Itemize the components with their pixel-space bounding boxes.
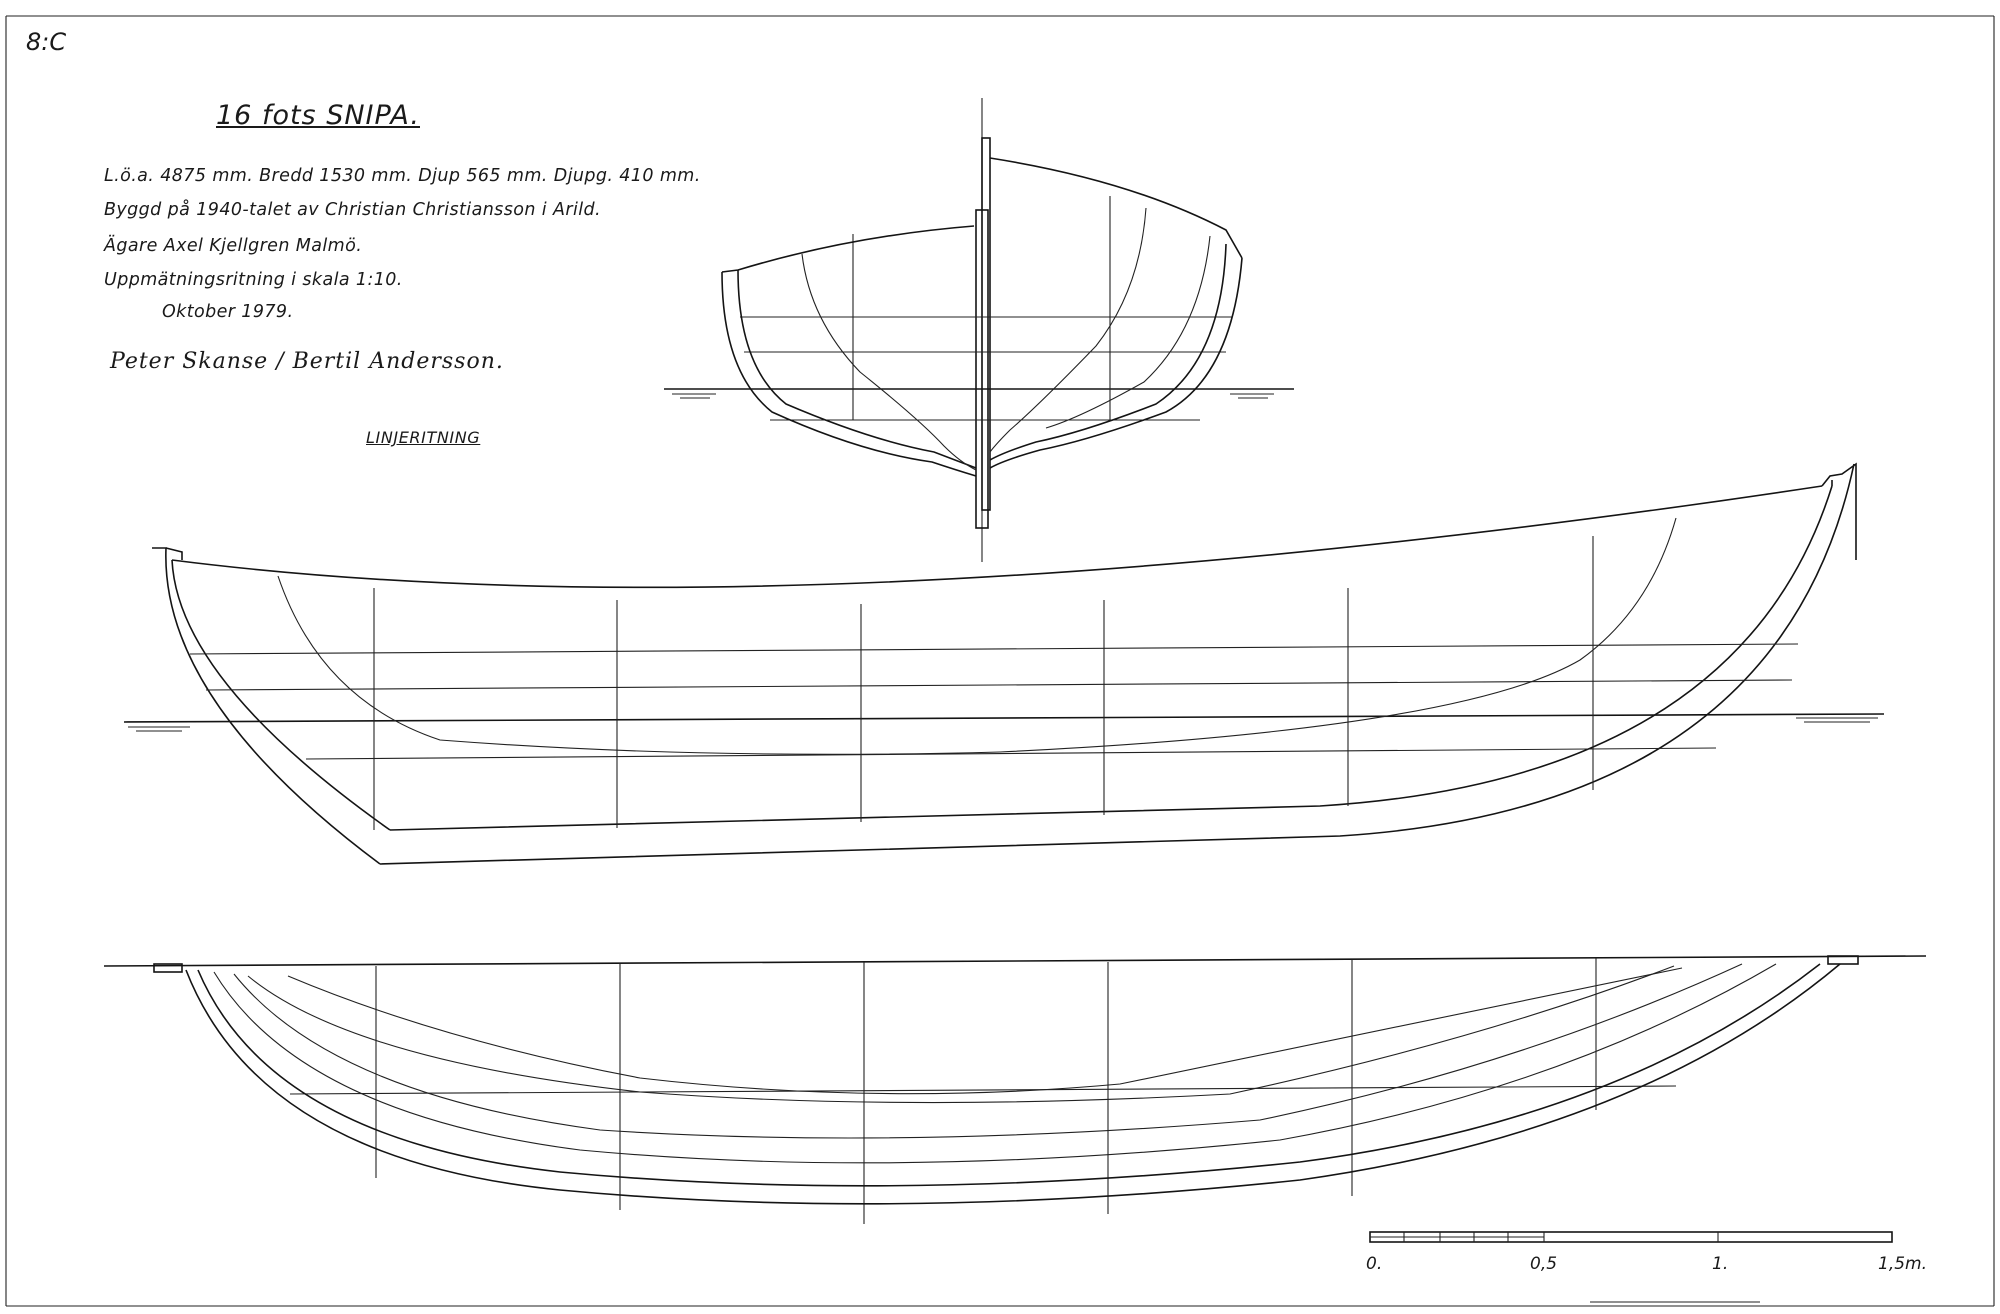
sheet-id: 8:C — [26, 28, 67, 56]
scale-bar — [1369, 1231, 1893, 1243]
spec-builder: Byggd på 1940-talet av Christian Christi… — [104, 200, 601, 220]
drawing-caption: LINJERITNING — [366, 428, 481, 447]
spec-dimensions: L.ö.a. 4875 mm. Bredd 1530 mm. Djup 565 … — [104, 166, 701, 186]
profile-view — [123, 462, 1885, 865]
spec-scale: Uppmätningsritning i skala 1:10. — [104, 270, 403, 290]
scale-label-1: 1. — [1712, 1254, 1729, 1274]
scale-label-0: 0. — [1366, 1254, 1383, 1274]
body-plan-view — [664, 98, 1294, 562]
sheet-frame — [5, 15, 1995, 1307]
scale-label-1-5: 1,5m. — [1878, 1254, 1927, 1274]
signature: Peter Skanse / Bertil Andersson. — [110, 349, 504, 374]
scale-label-0-5: 0,5 — [1530, 1254, 1558, 1274]
half-breadth-view — [103, 955, 1927, 1224]
spec-owner: Ägare Axel Kjellgren Malmö. — [104, 236, 363, 256]
drawing-title: 16 fots SNIPA. — [216, 100, 420, 131]
drawing-date: Oktober 1979. — [162, 302, 294, 322]
